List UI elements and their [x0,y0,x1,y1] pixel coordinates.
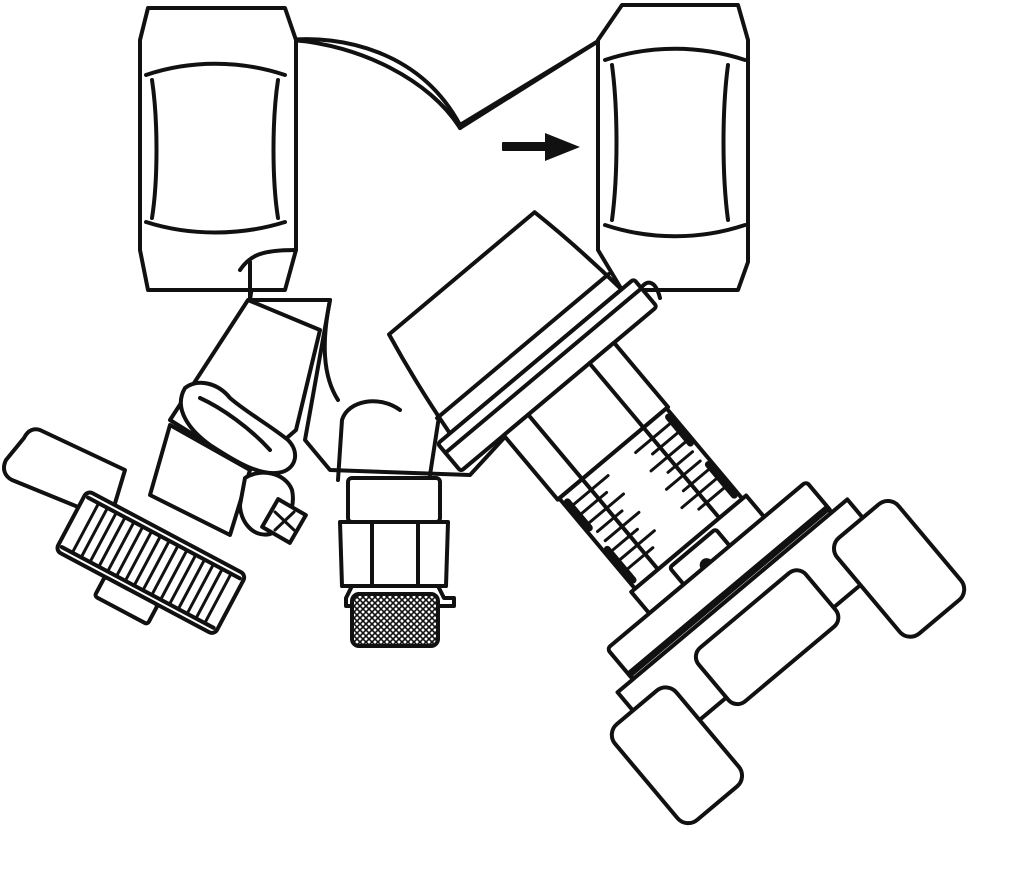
setting-scale [557,406,745,591]
right-connection-nut [596,3,750,300]
measuring-cap-knurl [350,592,440,648]
drain-cap [2,427,247,635]
flow-direction-arrow [502,133,580,161]
measuring-nipple [338,476,456,648]
handwheel [606,481,967,826]
left-connection-nut [138,6,298,302]
bonnet-assembly [387,210,967,826]
drain-port [148,298,322,545]
drain-cap-knurl [59,495,242,630]
